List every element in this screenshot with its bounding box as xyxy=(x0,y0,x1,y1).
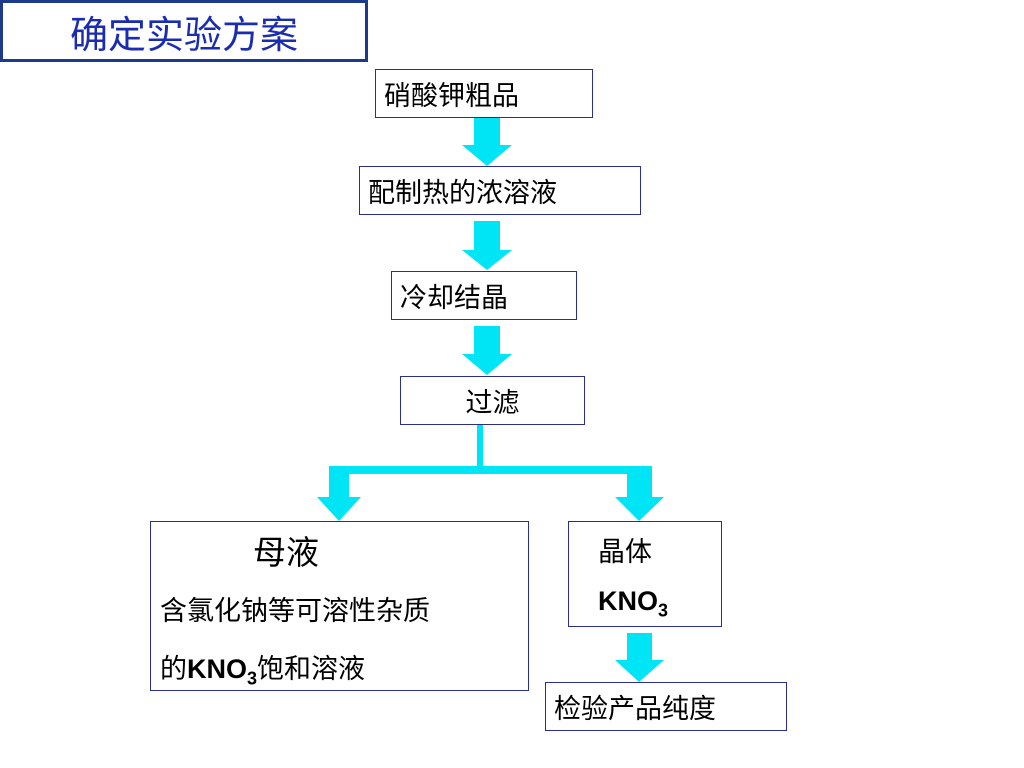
mother-liquor-formula: KNO xyxy=(187,654,247,684)
mother-liquor-line1: 含氯化钠等可溶性杂质 xyxy=(160,596,430,627)
mother-liquor-line2: 的KNO3饱和溶液 xyxy=(160,647,365,689)
arrow-solution-to-cooling xyxy=(462,221,512,270)
crystal-title: 晶体 xyxy=(598,537,652,568)
mother-liquor-prefix: 的 xyxy=(160,654,187,685)
mother-liquor-suffix: 饱和溶液 xyxy=(257,654,366,685)
arrow-crude-to-solution xyxy=(462,117,512,166)
step-crude-product: 硝酸钾粗品 xyxy=(375,69,593,118)
arrow-cooling-to-filtration xyxy=(462,326,512,375)
step-cooling-crystallization: 冷却结晶 xyxy=(391,271,577,320)
split-line-horizontal xyxy=(329,466,652,474)
mother-liquor-title: 母液 xyxy=(253,533,319,572)
step-purity-test: 检验产品纯度 xyxy=(545,682,787,731)
mother-liquor-box xyxy=(150,521,529,691)
step-hot-solution-label: 配制热的浓溶液 xyxy=(368,178,557,209)
step-hot-solution: 配制热的浓溶液 xyxy=(359,166,641,215)
step-crude-product-label: 硝酸钾粗品 xyxy=(384,81,519,112)
arrow-to-crystal xyxy=(615,474,664,521)
page-title-text: 确定实验方案 xyxy=(69,12,298,57)
step-filtration-label: 过滤 xyxy=(465,388,520,419)
crystal-formula-subscript: 3 xyxy=(658,600,669,621)
split-line-vertical xyxy=(477,424,483,468)
page-title: 确定实验方案 xyxy=(0,0,368,62)
crystal-box xyxy=(568,521,722,627)
step-filtration: 过滤 xyxy=(400,376,585,425)
arrow-to-mother-liquor xyxy=(317,474,361,521)
mother-liquor-formula-subscript: 3 xyxy=(247,668,258,689)
crystal-formula: KNO3 xyxy=(598,586,668,621)
step-cooling-crystallization-label: 冷却结晶 xyxy=(400,283,508,314)
step-purity-test-label: 检验产品纯度 xyxy=(554,694,716,725)
crystal-formula-main: KNO xyxy=(598,586,658,616)
arrow-crystal-to-purity xyxy=(615,633,664,682)
